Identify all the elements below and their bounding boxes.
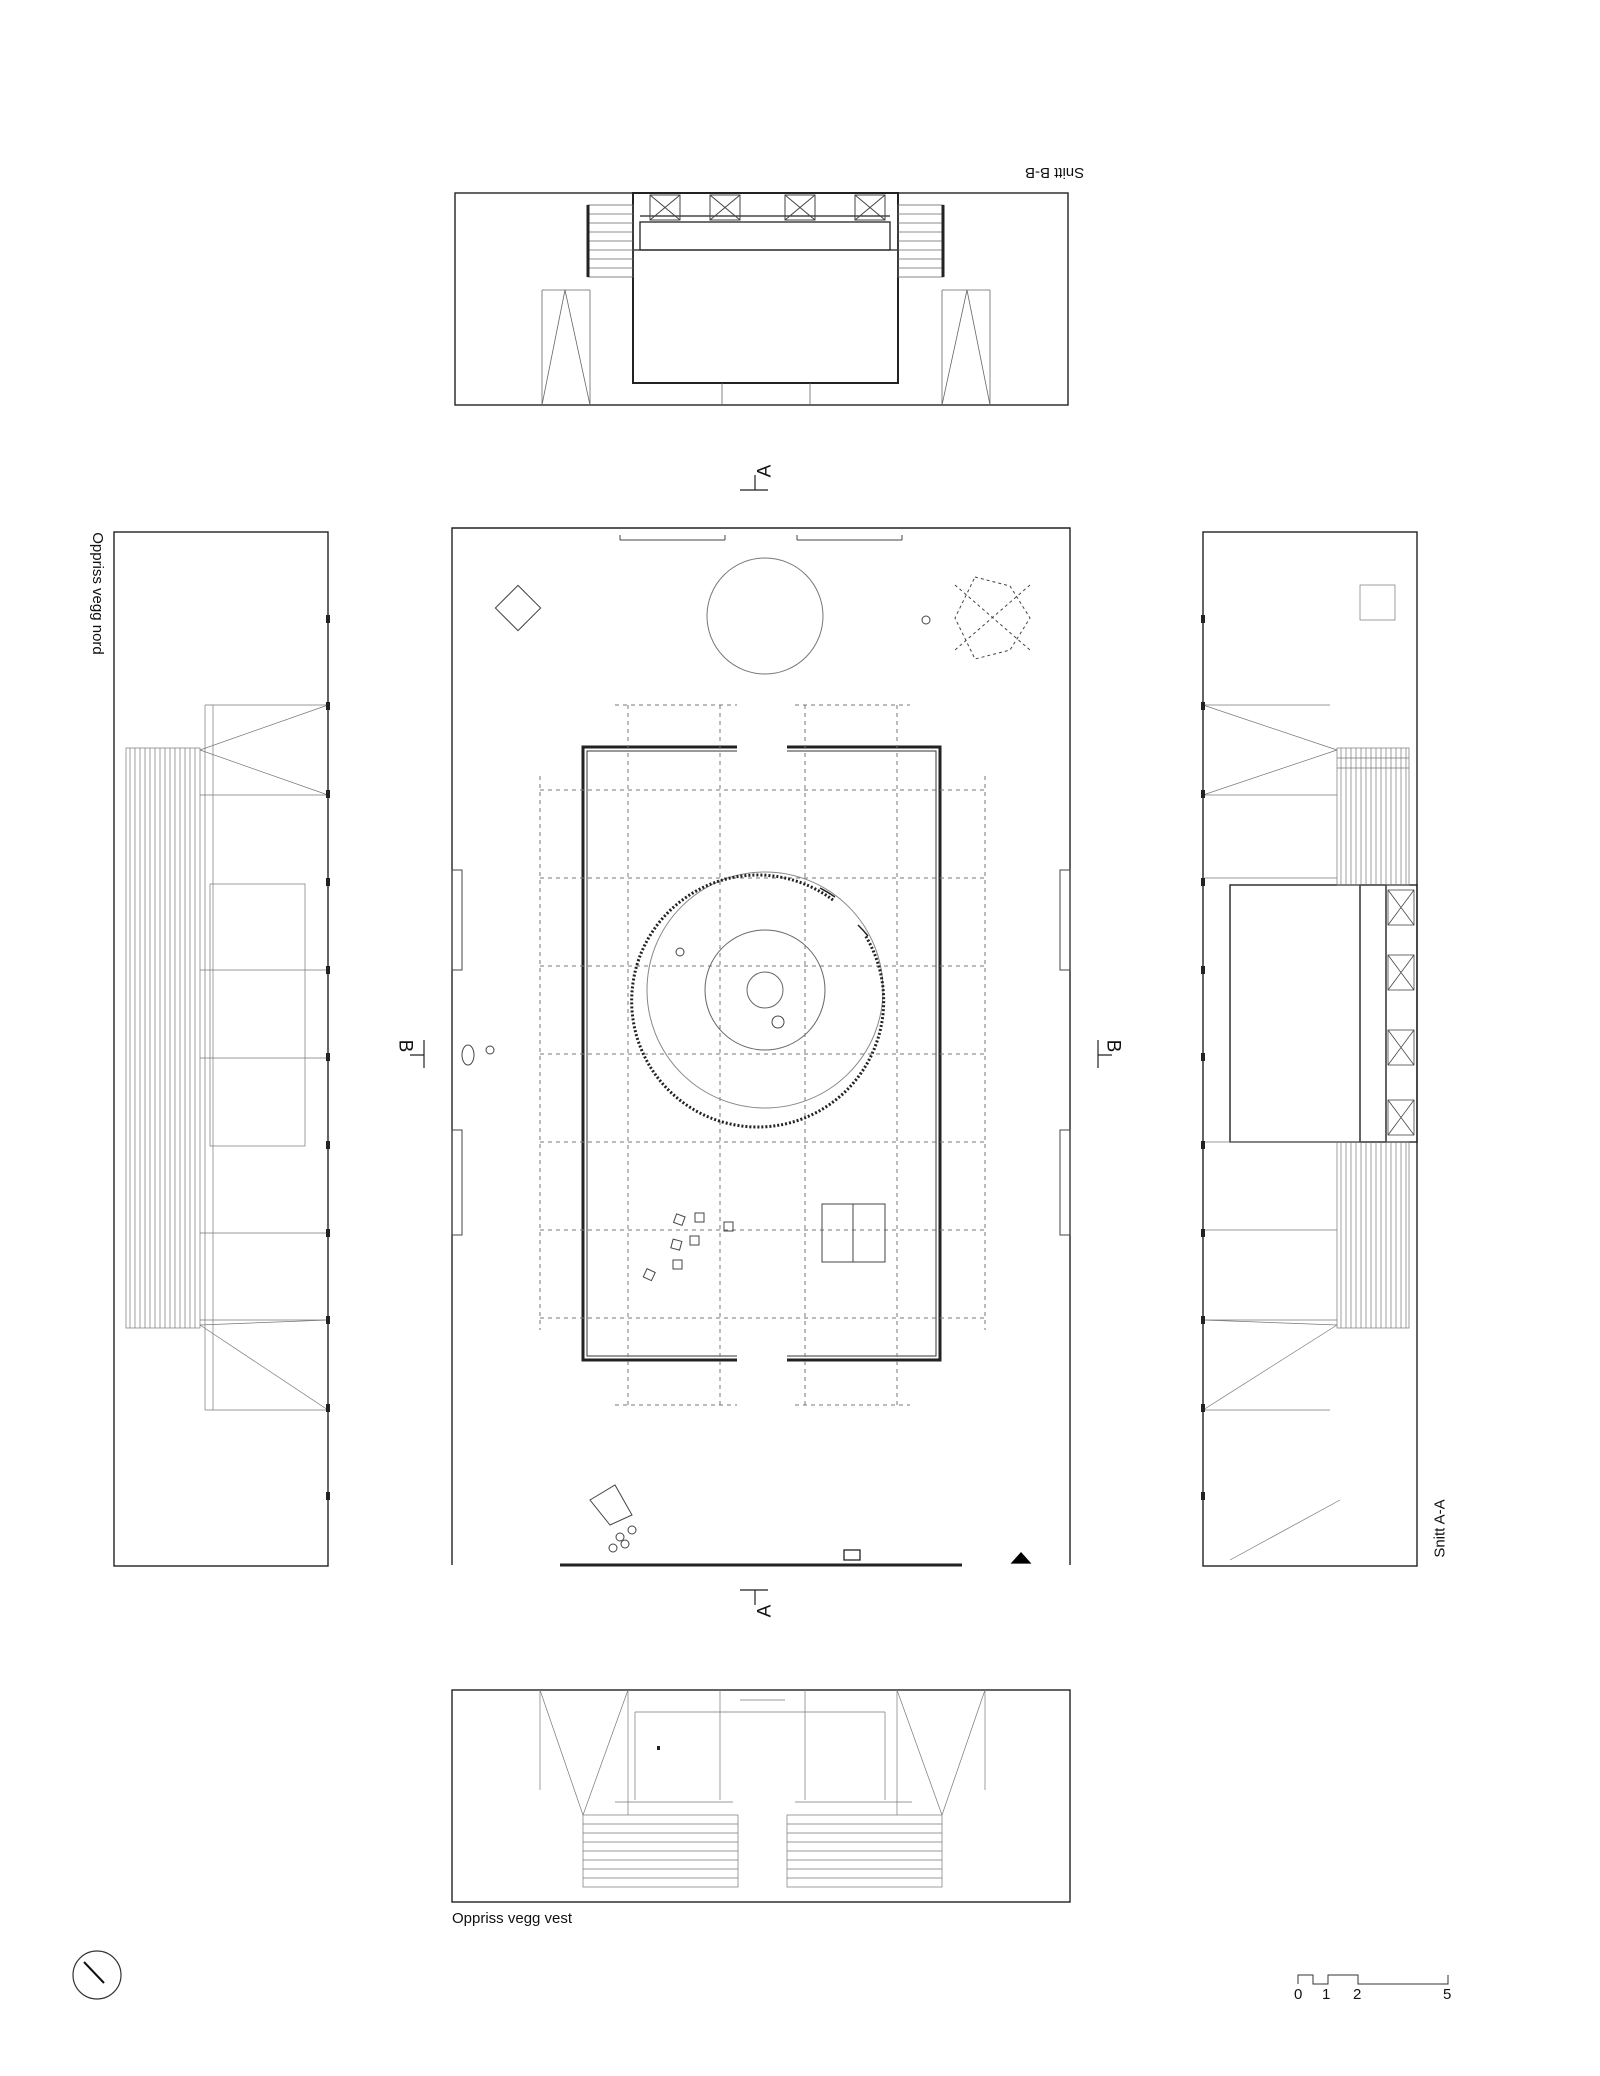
elevation-west-drawing: [451, 1689, 1071, 1903]
section-marker-b-left: B: [394, 1039, 416, 1053]
section-marker-lines: [410, 475, 1112, 1605]
scale-bar-icon: [1297, 1974, 1449, 1985]
north-arrow-icon: [72, 1950, 122, 2000]
section-aa-label: Snitt A-A: [1431, 1499, 1449, 1558]
section-marker-a-top: A: [754, 464, 776, 478]
section-aa-drawing: [1201, 531, 1418, 1567]
scale-tick-5: 5: [1443, 1986, 1452, 2003]
scale-tick-1: 1: [1322, 1986, 1331, 2003]
section-marker-b-right: B: [1102, 1039, 1124, 1053]
section-marker-a-bottom: A: [754, 1604, 776, 1618]
elevation-west-label: Oppriss vegg vest: [452, 1910, 573, 1927]
floor-plan-drawing: [451, 527, 1071, 1567]
elevation-north-drawing: [113, 531, 330, 1567]
scale-tick-2: 2: [1353, 1986, 1362, 2003]
elevation-north-label: Oppriss vegg nord: [88, 532, 106, 655]
scale-tick-0: 0: [1294, 1986, 1303, 2003]
section-bb-drawing: [454, 192, 1069, 406]
section-bb-label: Snitt B-B: [1025, 164, 1085, 181]
